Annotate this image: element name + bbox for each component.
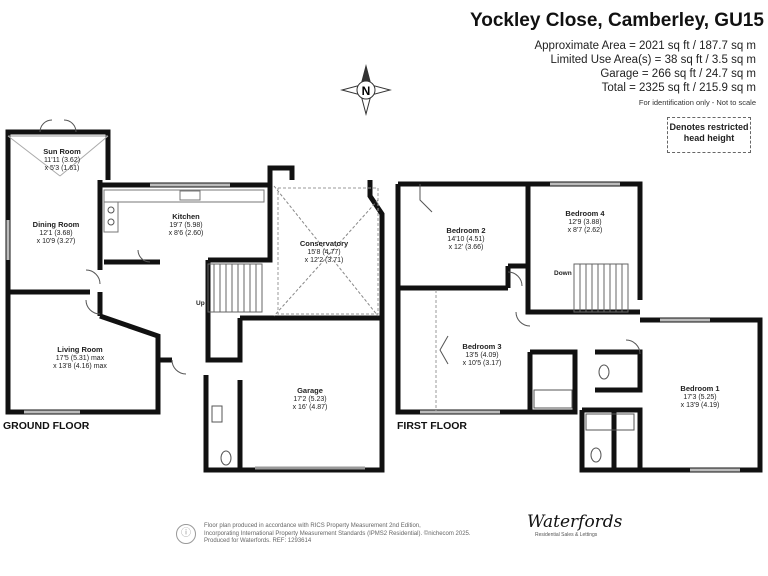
footer-disclaimer: Floor plan produced in accordance with R…: [204, 523, 471, 546]
room-name: Kitchen: [172, 212, 200, 221]
room-name: Bedroom 1: [680, 384, 720, 393]
room-dining-room: Dining Room 12'1 (3.68) x 10'9 (3.27): [32, 220, 80, 247]
area-approximate: Approximate Area = 2021 sq ft / 187.7 sq…: [534, 40, 756, 52]
room-garage: Garage 17'2 (5.23) x 16' (4.87): [292, 386, 328, 413]
area-garage: Garage = 266 sq ft / 24.7 sq m: [600, 68, 756, 80]
area-total: Total = 2325 sq ft / 215.9 sq m: [601, 82, 756, 94]
rics-info-icon: ⓘ: [176, 524, 196, 544]
room-dimension: x 8'7 (2.62): [567, 227, 603, 234]
room-conservatory: Conservatory 15'8 (4.77) x 12'2 (3.71): [299, 239, 349, 266]
room-dimension: 12'9 (3.88): [568, 218, 602, 226]
room-dimension: x 10'5 (3.17): [462, 360, 502, 367]
first-floor-label: FIRST FLOOR: [397, 420, 467, 432]
room-name: Sun Room: [43, 147, 81, 156]
room-dimension: 19'7 (5.98): [169, 221, 203, 229]
compass-letter: N: [362, 84, 371, 98]
room-kitchen: Kitchen 19'7 (5.98) x 8'6 (2.60): [168, 212, 204, 239]
room-bedroom-1: Bedroom 1 17'3 (5.25) x 13'9 (4.19): [680, 384, 720, 411]
room-name: Bedroom 4: [565, 209, 605, 218]
room-dimension: x 5'3 (1.61): [44, 165, 80, 172]
room-dimension: 17'2 (5.23): [293, 395, 327, 403]
room-dimension: 12'1 (3.68): [39, 229, 73, 237]
first-floor-details: [419, 182, 740, 472]
ground-floor-details: [6, 119, 379, 470]
room-dimension: 11'11 (3.62): [43, 156, 81, 164]
legend-line-2: head height: [683, 133, 735, 143]
logo-wordmark: Waterfords: [527, 512, 623, 532]
room-name: Living Room: [57, 345, 103, 354]
ground-floor-label: GROUND FLOOR: [3, 420, 90, 432]
room-dimension: x 8'6 (2.60): [168, 230, 204, 237]
room-dimension: x 12' (3.66): [448, 244, 484, 251]
room-dimension: x 13'8 (4.16) max: [53, 363, 107, 370]
area-limited-use: Limited Use Area(s) = 38 sq ft / 3.5 sq …: [550, 54, 757, 66]
logo-subtitle: Residential Sales & Lettings: [535, 532, 598, 538]
room-dimension: 15'8 (4.77): [307, 248, 341, 256]
scale-disclaimer: For identification only - Not to scale: [638, 98, 756, 107]
room-dimension: 13'5 (4.09): [465, 351, 499, 359]
room-name: Garage: [297, 386, 323, 395]
room-bedroom-2: Bedroom 2 14'10 (4.51) x 12' (3.66): [446, 226, 486, 253]
room-name: Conservatory: [299, 239, 349, 248]
room-dimension: 17'5 (5.31) max: [55, 354, 105, 362]
room-dimension: x 16' (4.87): [292, 404, 328, 411]
legend-line-1: Denotes restricted: [669, 122, 749, 132]
property-title: Yockley Close, Camberley, GU15: [470, 10, 764, 31]
room-dimension: 17'3 (5.25): [683, 393, 717, 401]
stairs-up-label: Up: [196, 300, 205, 307]
footer-line: Incorporating International Property Mea…: [204, 530, 471, 537]
stairs-down-label: Down: [554, 270, 572, 277]
room-dimension: x 10'9 (3.27): [36, 238, 76, 245]
room-bedroom-3: Bedroom 3 13'5 (4.09) x 10'5 (3.17): [462, 342, 502, 369]
room-name: Dining Room: [32, 220, 80, 229]
room-name: Bedroom 2: [446, 226, 486, 235]
waterfords-logo: Waterfords Residential Sales & Lettings: [527, 512, 623, 552]
footer-line: Produced for Waterfords. REF: 1293614: [204, 538, 312, 544]
compass-icon: N: [340, 64, 392, 116]
room-dimension: x 12'2 (3.71): [304, 257, 344, 264]
room-name: Bedroom 3: [462, 342, 502, 351]
footer-line: Floor plan produced in accordance with R…: [204, 523, 421, 529]
room-dimension: 14'10 (4.51): [447, 235, 485, 243]
room-sun-room: Sun Room 11'11 (3.62) x 5'3 (1.61): [43, 147, 81, 174]
room-dimension: x 13'9 (4.19): [680, 402, 720, 409]
room-living-room: Living Room 17'5 (5.31) max x 13'8 (4.16…: [53, 345, 107, 372]
restricted-height-legend: Denotes restricted head height: [667, 117, 751, 153]
room-bedroom-4: Bedroom 4 12'9 (3.88) x 8'7 (2.62): [565, 209, 605, 236]
